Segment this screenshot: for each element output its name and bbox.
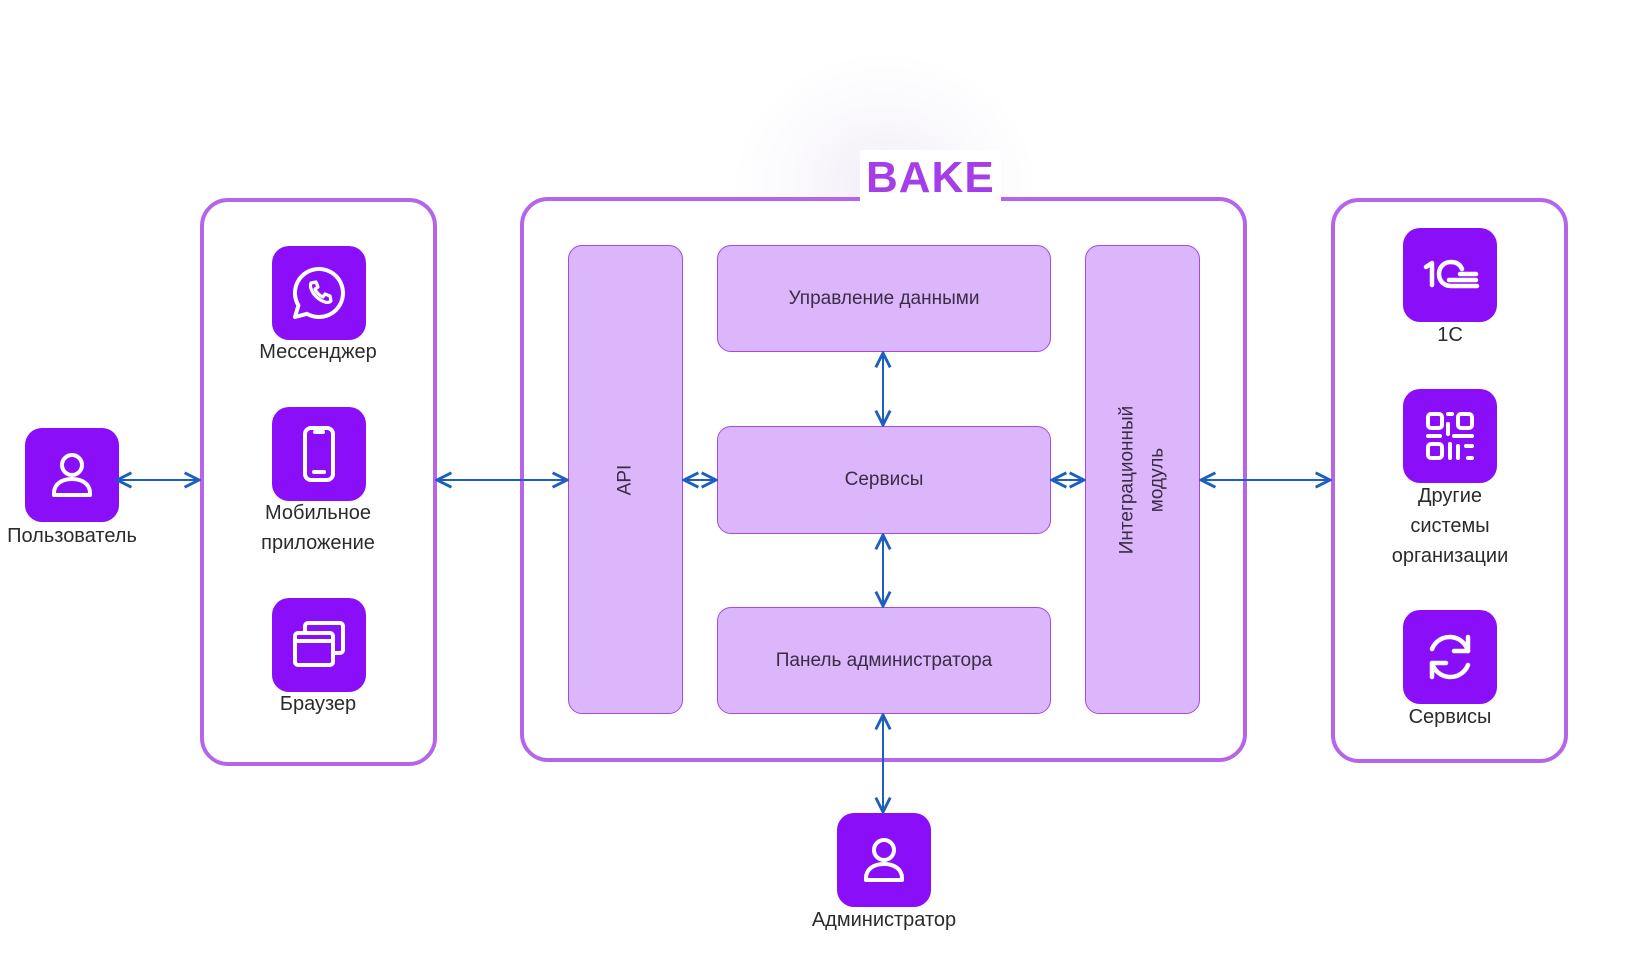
user-label: Пользователь [7,525,137,547]
messenger-label: Мессенджер [259,341,377,363]
onec-label: 1С [1437,324,1463,346]
browser-label: Браузер [279,693,357,715]
admin-user-icon[interactable] [837,813,931,907]
refresh-icon[interactable] [1403,610,1497,704]
admin-panel-label: Панель администратора [775,649,993,671]
other-systems-label: Другие системы организации [1391,485,1509,567]
user-icon[interactable] [25,428,119,522]
integration-module[interactable]: Интеграционный модуль [1085,245,1200,714]
mobile-app-label: Мобильное приложение [261,502,375,554]
smartphone-icon[interactable] [272,407,366,501]
qr-code-icon[interactable] [1403,389,1497,483]
1c-logo-icon[interactable] [1403,228,1497,322]
services-module[interactable]: Сервисы [717,426,1051,534]
data-management-label: Управление данными [788,287,980,309]
browser-windows-icon[interactable] [272,598,366,692]
external-services-label: Сервисы [1408,706,1492,728]
admin-panel-module[interactable]: Панель администратора [717,607,1051,714]
admin-label: Администратор [811,909,957,931]
whatsapp-icon[interactable] [272,246,366,340]
services-label: Сервисы [844,469,924,490]
bake-logo: BAKE [860,150,1001,206]
